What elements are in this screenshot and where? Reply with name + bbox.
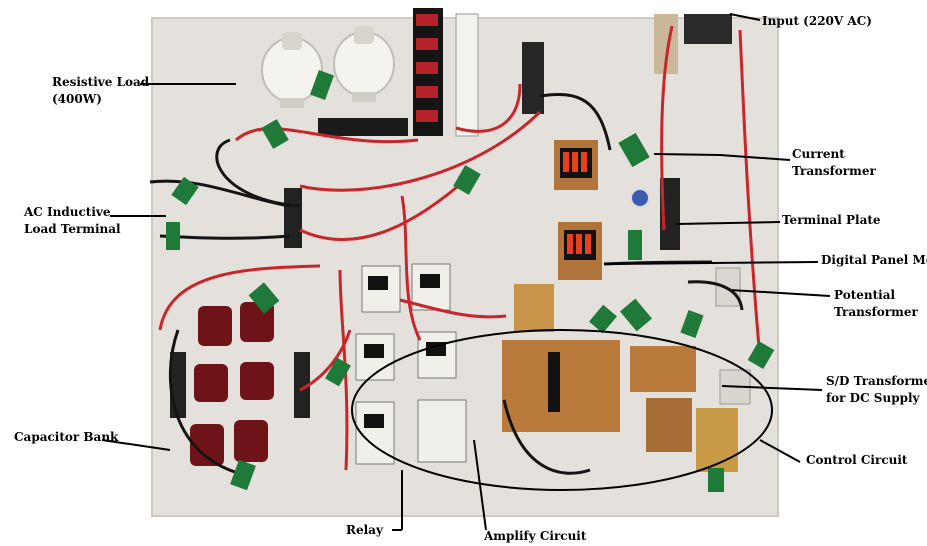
label-amplify-circuit: Amplify Circuit	[484, 528, 586, 545]
terminal-plate-block	[660, 178, 680, 250]
label-control-circuit: Control Circuit	[806, 452, 907, 469]
label-sd-transformer-line1: S/D Transformer	[826, 374, 927, 388]
label-sd-transformer: S/D Transformer for DC Supply	[826, 373, 927, 407]
label-resistive-load-line2: (400W)	[52, 92, 102, 106]
bulb-holder-left	[261, 32, 323, 108]
digital-panel-meter-upper	[554, 140, 598, 190]
dc-supply-pcb	[696, 408, 738, 472]
label-terminal-plate-text: Terminal Plate	[782, 213, 881, 227]
label-ac-inductive: AC Inductive Load Terminal	[24, 204, 121, 238]
label-relay: Relay	[346, 522, 383, 539]
label-current-transformer: Current Transformer	[792, 146, 876, 180]
centre-terminal-block	[284, 188, 302, 248]
label-ac-inductive-line2: Load Terminal	[24, 222, 121, 236]
label-digital-panel-meter-text: Digital Panel Meter	[821, 253, 927, 267]
label-terminal-plate: Terminal Plate	[782, 212, 881, 229]
label-control-circuit-text: Control Circuit	[806, 453, 908, 467]
control-pcb-upper	[630, 346, 696, 392]
label-capacitor-bank: Capacitor Bank	[14, 429, 118, 446]
top-relay-stack	[413, 8, 479, 137]
amplify-pcb	[514, 284, 554, 332]
pointer-lines	[101, 13, 831, 531]
black-wiring	[149, 92, 744, 478]
label-potential-transformer-line2: Transformer	[834, 305, 918, 319]
top-terminal-block	[522, 42, 544, 114]
capacitor-bank	[170, 302, 310, 466]
label-resistive-load-line1: Resistive Load	[52, 75, 150, 89]
digital-panel-meter-lower	[558, 222, 602, 280]
label-amplify-circuit-text: Amplify Circuit	[484, 529, 587, 543]
label-resistive-load: Resistive Load (400W)	[52, 74, 149, 108]
red-wiring	[158, 25, 762, 471]
load-terminal-strip	[318, 118, 408, 136]
label-digital-panel-meter: Digital Panel Meter	[821, 252, 927, 269]
label-potential-transformer-line1: Potential	[834, 288, 896, 302]
control-circuit-outline	[351, 329, 773, 491]
label-ac-inductive-line1: AC Inductive	[24, 205, 111, 219]
label-current-transformer-line1: Current	[792, 147, 845, 161]
relay-group	[355, 263, 467, 465]
current-transformer-coil	[630, 188, 650, 208]
green-tape-marks	[166, 70, 775, 492]
label-input: Input (220V AC)	[762, 13, 872, 30]
label-potential-transformer: Potential Transformer	[834, 287, 918, 321]
label-relay-text: Relay	[346, 523, 383, 537]
bulb-holder-right	[333, 26, 395, 102]
control-pcb-lower	[646, 398, 692, 452]
label-input-text: Input (220V AC)	[762, 14, 872, 28]
label-sd-transformer-line2: for DC Supply	[826, 391, 920, 405]
main-control-pcb	[502, 340, 620, 432]
label-capacitor-bank-text: Capacitor Bank	[14, 430, 119, 444]
label-current-transformer-line2: Transformer	[792, 164, 876, 178]
input-terminal-block	[684, 14, 732, 44]
microcontroller-chip	[548, 352, 560, 412]
